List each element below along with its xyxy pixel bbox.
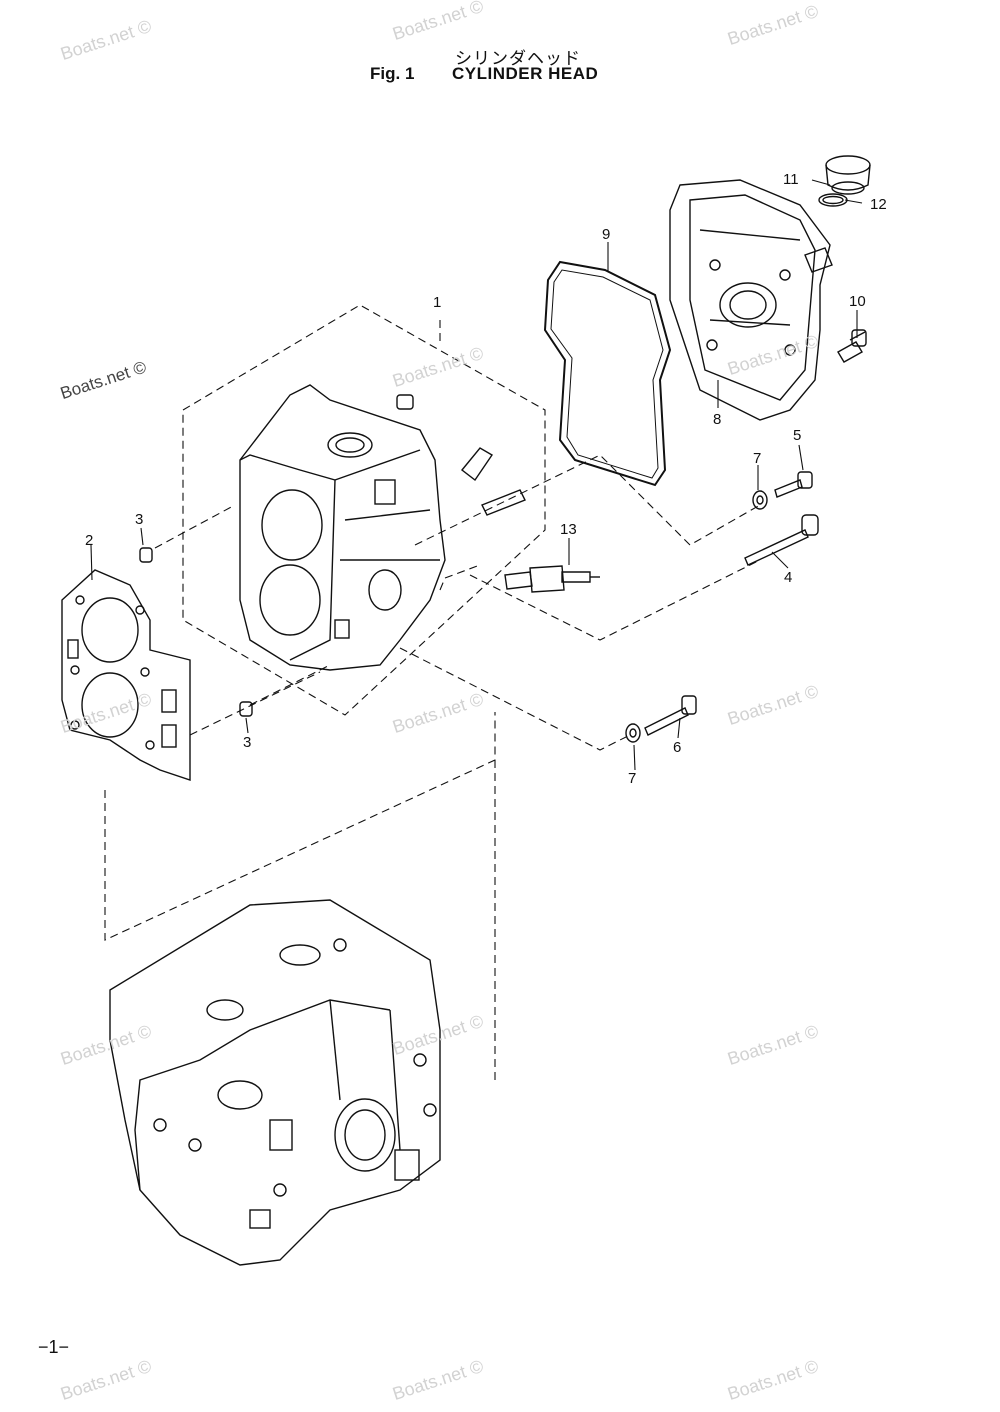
spark-plug-drawing (504, 565, 600, 593)
washers-drawing (625, 490, 768, 743)
callout-4: 4 (784, 569, 793, 586)
long-bolt-drawing (744, 514, 819, 566)
callout-leaders (90, 179, 863, 771)
cylinder-head-drawing (239, 384, 526, 671)
callout-5: 5 (793, 427, 802, 444)
figure-number: Fig. 1 (370, 64, 415, 83)
cover-bolt-drawing (837, 329, 867, 363)
callout-3-top: 3 (135, 511, 144, 528)
callout-9: 9 (602, 226, 611, 243)
callout-2: 2 (85, 532, 94, 549)
cover-gasket-drawing (543, 260, 672, 487)
callout-11: 11 (783, 171, 799, 188)
callout-3-bottom: 3 (243, 734, 252, 751)
callout-6: 6 (673, 739, 682, 756)
short-bolt-drawing (774, 471, 813, 498)
leader-lines (104, 454, 761, 1080)
callout-12: 12 (870, 196, 887, 213)
page-number: −1− (38, 1337, 70, 1357)
figure-title-jp: シリンダヘッド (455, 49, 581, 69)
callout-7-bottom: 7 (628, 770, 637, 787)
figure-title: CYLINDER HEAD (452, 64, 599, 83)
head-gasket-drawing (61, 569, 191, 781)
part-1-boundary (182, 304, 546, 716)
callout-13: 13 (560, 521, 577, 538)
callout-8: 8 (713, 411, 722, 428)
engine-block-drawing (109, 899, 441, 1266)
o-ring-drawing (818, 193, 848, 207)
callout-7-top: 7 (753, 450, 762, 467)
dowel-pins-drawing (139, 547, 253, 717)
callout-1: 1 (433, 294, 442, 311)
oil-cap-drawing (825, 155, 871, 195)
callout-10: 10 (849, 293, 866, 310)
head-cover-drawing (669, 179, 833, 421)
bolt-6-drawing (644, 695, 697, 736)
